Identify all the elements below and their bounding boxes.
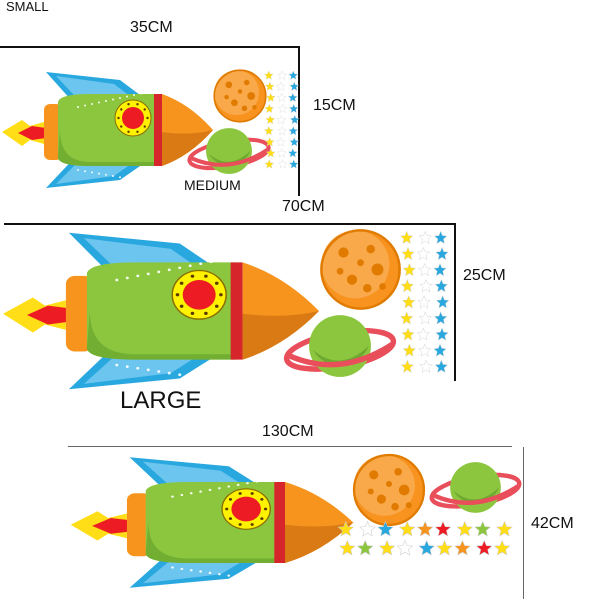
size-label-medium: MEDIUM xyxy=(184,177,241,193)
size-label-large: LARGE xyxy=(120,387,202,414)
star-icon xyxy=(399,230,450,373)
medium-height-line xyxy=(454,223,456,381)
rocket-icon xyxy=(70,457,354,588)
rocket-icon xyxy=(2,232,320,390)
small-width-line xyxy=(0,46,299,48)
orange-planet-icon xyxy=(213,69,267,123)
large-width-label: 130CM xyxy=(262,423,314,440)
ringed-planet-icon xyxy=(283,315,397,377)
orange-planet-icon xyxy=(352,453,426,527)
medium-width-line xyxy=(4,223,456,225)
small-height-line xyxy=(298,46,300,196)
large-width-line xyxy=(68,446,512,447)
rocket-icon xyxy=(2,72,213,188)
small-height-label: 15CM xyxy=(313,97,356,114)
orange-planet-icon xyxy=(320,229,401,310)
ringed-planet-icon xyxy=(187,128,271,174)
small-width-label: 35CM xyxy=(130,19,173,36)
medium-height-label: 25CM xyxy=(463,267,506,284)
medium-width-label: 70CM xyxy=(282,198,325,215)
ringed-planet-icon xyxy=(429,462,522,513)
large-height-line xyxy=(523,447,524,599)
size-label-small: SMALL xyxy=(6,0,49,14)
large-height-label: 42CM xyxy=(531,515,574,532)
star-icon xyxy=(263,70,300,169)
star-icon xyxy=(337,520,513,556)
